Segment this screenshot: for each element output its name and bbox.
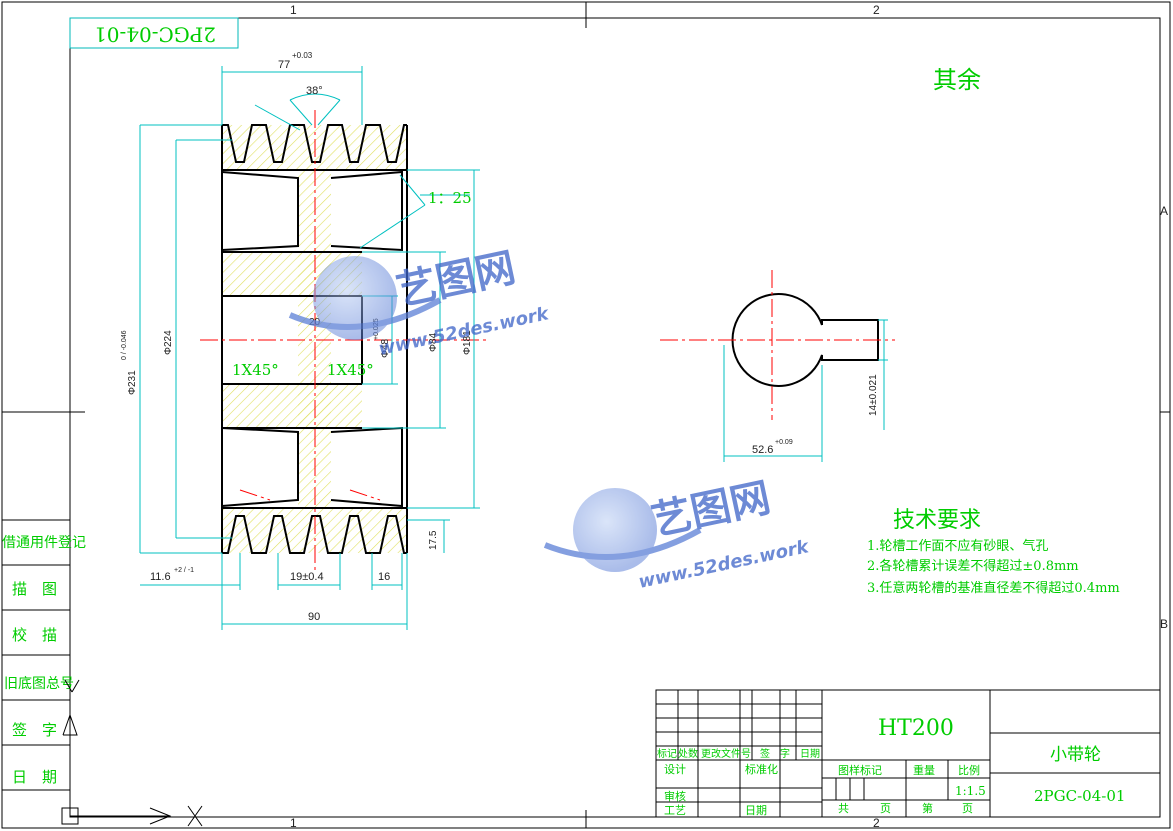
sheet-total: 共	[838, 802, 849, 815]
dimension-lines	[139, 66, 480, 630]
header-date: 日期	[800, 748, 820, 760]
bore-end-view	[660, 270, 895, 462]
side-panel-row-2: 描 图	[12, 580, 57, 598]
dim-groove-depth: 17.5	[428, 530, 439, 550]
dim-groove-width-tol: +0.03	[292, 51, 313, 60]
rotated-drawing-number: 2PGC-04-01	[94, 23, 216, 47]
zone-number-1-bottom: 1	[290, 816, 297, 830]
roughness-note: 其余	[933, 66, 981, 94]
side-panel-row-3: 校 描	[12, 626, 57, 644]
tech-req-item-3: 3.任意两轮槽的基准直径差不得超过0.4mm	[867, 580, 1120, 596]
dim-total-width: 90	[308, 611, 320, 623]
dim-edge-offset-tol: +2 / -1	[174, 567, 194, 574]
zone-number-2-top: 2	[873, 3, 880, 17]
dim-key-width: 14±0.021	[868, 374, 879, 416]
dim-mid-dia: Φ84	[428, 332, 439, 352]
material: HT200	[878, 716, 954, 741]
weight-label: 重量	[913, 763, 935, 777]
dim-edge-offset: 11.6	[150, 571, 171, 583]
dim-outer-dia-tol: 0 / -0.046	[121, 330, 128, 360]
watermark-globe-icon	[573, 488, 657, 572]
role-standard: 标准化	[745, 762, 778, 776]
sheet-total-unit: 页	[880, 802, 891, 815]
sheet-num: 第	[922, 801, 933, 815]
side-panel-row-6: 日 期	[12, 768, 57, 786]
dim-groove-width: 77	[278, 59, 290, 71]
role-date: 日期	[745, 804, 767, 817]
watermark-brand: 艺图网	[393, 245, 520, 315]
header-mark: 标记	[657, 748, 677, 760]
pulley-section-view	[200, 110, 490, 570]
dim-hub-dia: Φ181	[462, 330, 473, 355]
title-block-grid	[655, 689, 1161, 818]
zone-number-2-bottom: 2	[873, 816, 880, 830]
role-process: 工艺	[664, 804, 686, 817]
side-panel-row-4: 旧底图总号	[4, 676, 74, 692]
watermark-globe-icon	[313, 256, 397, 340]
side-panel	[2, 519, 70, 791]
tech-req-title: 技术要求	[893, 508, 981, 533]
dim-chamfer-right: 1X45°	[327, 361, 374, 379]
dim-groove-angle: 38°	[306, 85, 323, 97]
header-sign: 签 字	[760, 747, 790, 760]
zone-number-1-top: 1	[290, 3, 297, 17]
side-panel-row-5: 签 字	[12, 721, 57, 739]
header-change-doc: 更改文件号	[701, 747, 751, 760]
zone-letter-b: B	[1160, 617, 1168, 631]
scale-value: 1:1.5	[955, 784, 986, 798]
dim-taper: 1：25	[428, 189, 472, 207]
watermark-2: 艺图网 www.52des.work	[543, 475, 811, 593]
dim-groove-edge: 16	[378, 571, 390, 583]
header-count: 处数	[678, 747, 698, 760]
dim-key-depth: 52.6	[752, 444, 773, 456]
dim-groove-pitch: 19±0.4	[290, 571, 324, 583]
sheet-num-unit: 页	[962, 802, 973, 815]
role-design: 设计	[664, 763, 686, 776]
zone-letter-a: A	[1160, 204, 1168, 218]
tech-req-item-2: 2.各轮槽累计误差不得超过±0.8mm	[867, 558, 1079, 574]
dim-key-depth-tol: +0.09	[775, 439, 793, 446]
stage-label: 图样标记	[838, 763, 882, 777]
side-panel-row-1: 借通用件登记	[2, 535, 86, 551]
rotated-number-box: 2PGC-04-01	[69, 17, 239, 49]
dim-pitch-dia: Φ224	[163, 330, 174, 355]
tech-req-item-1: 1.轮槽工作面不应有砂眼、气孔	[867, 538, 1048, 554]
dim-chamfer-left: 1X45°	[232, 361, 279, 379]
title-drawing-number: 2PGC-04-01	[1034, 787, 1125, 805]
scale-label: 比例	[958, 763, 980, 777]
dim-outer-dia: Φ231	[127, 370, 138, 395]
part-name: 小带轮	[1050, 745, 1101, 765]
dim-bore-dia: Φ48	[380, 338, 391, 358]
watermark-brand: 艺图网	[648, 475, 775, 545]
role-review: 审核	[664, 789, 686, 803]
ucs-icon	[61, 679, 203, 827]
